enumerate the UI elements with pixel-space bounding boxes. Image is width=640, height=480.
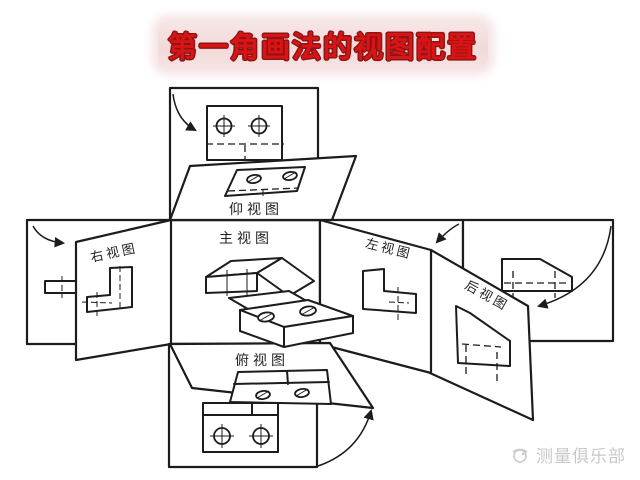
page-title-banner: 第一角画法的视图配置 [158,21,488,69]
club-logo-icon [512,448,528,463]
left-view-drawing [362,268,417,320]
watermark-text: 测量俱乐部 [536,447,626,466]
unfold-arrow-rear [536,225,612,309]
bottom-view-plane: 仰视图 [168,154,358,222]
bottom-view-flat-drawing [206,105,284,161]
label-top-view: 俯视图 [235,353,289,369]
rear-view-drawing [455,305,511,382]
right-view-peek-tab [44,280,78,294]
page-title: 第一角画法的视图配置 [167,32,478,64]
bottom-view-projected-drawing [224,166,306,197]
object-isometric [205,257,354,348]
rear-view-panel: 后视图 [428,248,535,422]
unfold-arrow-left-view-fold [435,223,460,244]
unfold-arrow-top [172,93,197,132]
object-base-right-face [283,315,354,348]
label-bottom-view: 仰视图 [229,202,283,218]
unfold-arrow-left [32,225,66,248]
object-bevel-face [256,257,315,297]
watermark: 测量俱乐部 [510,442,626,467]
unfold-arrow-bottom [317,408,374,467]
right-view-panel: 右视图 [74,218,173,362]
top-view-flat-drawing [202,402,279,453]
label-front-view: 主视图 [219,231,273,247]
top-view-plane: 俯视图 [168,341,375,467]
object-wall-front-face [205,272,258,294]
rear-view-flat-drawing [501,258,573,298]
right-view-drawing [81,266,133,318]
top-view-projected-drawing [229,369,332,405]
